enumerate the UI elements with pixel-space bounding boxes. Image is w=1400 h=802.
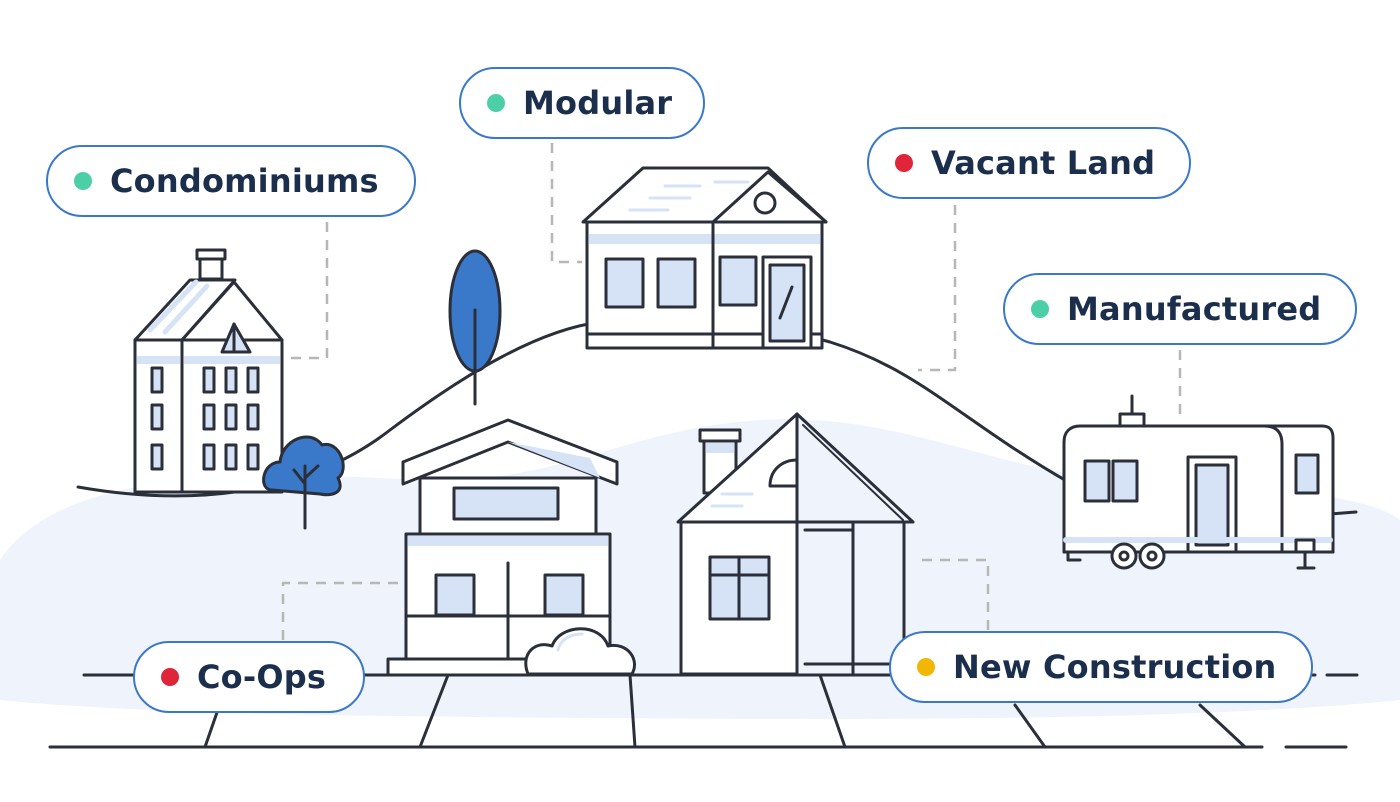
label-condominiums: Condominiums bbox=[46, 145, 416, 217]
connector-new-construction bbox=[917, 558, 990, 630]
label-vacant-land: Vacant Land bbox=[867, 127, 1191, 199]
label-text-vacant-land: Vacant Land bbox=[931, 144, 1156, 182]
connector-condominiums bbox=[288, 222, 329, 360]
status-dot-modular bbox=[487, 94, 505, 112]
status-dot-vacant-land bbox=[895, 154, 913, 172]
status-dot-condominiums bbox=[74, 172, 92, 190]
connector-co-ops bbox=[281, 581, 404, 640]
status-dot-new-construction bbox=[917, 658, 935, 676]
label-new-construction: New Construction bbox=[889, 631, 1313, 703]
round-tree bbox=[262, 435, 345, 530]
label-text-co-ops: Co-Ops bbox=[197, 658, 327, 696]
label-manufactured: Manufactured bbox=[1003, 273, 1357, 345]
modular-house bbox=[581, 166, 828, 350]
tall-tree bbox=[448, 249, 502, 406]
connector-vacant-land bbox=[918, 205, 957, 372]
label-text-manufactured: Manufactured bbox=[1067, 290, 1322, 328]
status-dot-co-ops bbox=[161, 668, 179, 686]
condominium-building bbox=[133, 248, 284, 494]
label-modular: Modular bbox=[459, 67, 705, 139]
co-op-house bbox=[386, 418, 636, 677]
label-co-ops: Co-Ops bbox=[133, 641, 365, 713]
status-dot-manufactured bbox=[1031, 300, 1049, 318]
new-construction-house bbox=[676, 412, 915, 676]
label-text-new-construction: New Construction bbox=[953, 648, 1277, 686]
label-text-modular: Modular bbox=[523, 84, 673, 122]
connector-modular bbox=[550, 143, 582, 264]
manufactured-home bbox=[1062, 394, 1335, 570]
connector-lines bbox=[281, 143, 1182, 640]
label-text-condominiums: Condominiums bbox=[110, 162, 379, 200]
